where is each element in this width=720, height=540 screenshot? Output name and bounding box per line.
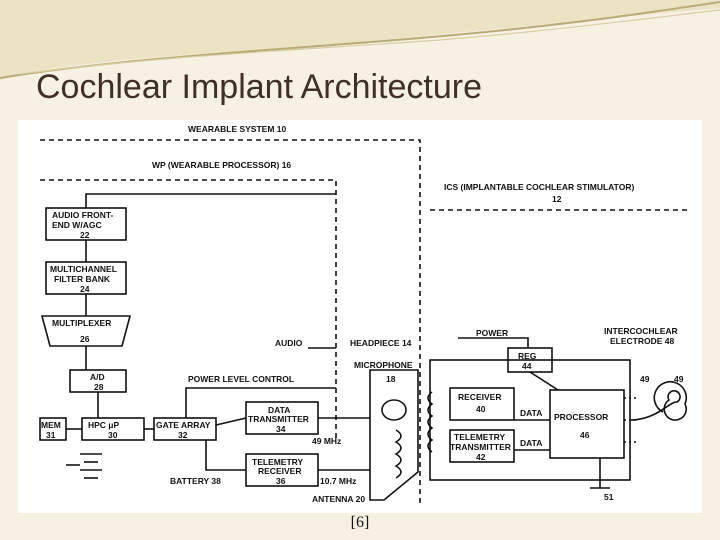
filter-bank-label-1: MULTICHANNEL — [50, 264, 117, 274]
link-gate-dtx — [215, 417, 247, 426]
processor-label: PROCESSOR — [554, 412, 608, 422]
ics-number: 12 — [552, 194, 562, 204]
link-audio-front-top — [85, 193, 336, 208]
freq-107-label: 10.7 MHz — [320, 476, 356, 486]
antenna-label: ANTENNA 20 — [312, 494, 365, 504]
ics-label: ICS (IMPLANTABLE COCHLEAR STIMULATOR) — [444, 182, 634, 192]
receiver-block — [449, 387, 515, 421]
processor-block — [549, 389, 625, 459]
ground-number: 51 — [604, 492, 614, 502]
hpc-number: 30 — [108, 430, 118, 440]
telemetry-receiver-number: 36 — [276, 476, 286, 486]
telemetry-receiver-label-2: RECEIVER — [258, 466, 301, 476]
reg-label: REG — [518, 351, 537, 361]
receiver-number: 40 — [476, 404, 486, 414]
battery-label: BATTERY 38 — [170, 476, 221, 486]
link-power-level — [185, 387, 336, 418]
slide-title: Cochlear Implant Architecture — [36, 68, 482, 106]
header-wave-fill — [0, 0, 720, 80]
audio-front-end-label-2: END W/AGC — [52, 220, 102, 230]
processor-number: 46 — [580, 430, 590, 440]
microphone-shape — [381, 399, 407, 421]
data-label-2: DATA — [520, 438, 542, 448]
reg-number: 44 — [522, 361, 532, 371]
power-level-label: POWER LEVEL CONTROL — [188, 374, 294, 384]
citation: [6] — [350, 514, 370, 531]
filter-bank-label-2: FILTER BANK — [54, 274, 111, 284]
microphone-number: 18 — [386, 374, 396, 384]
mem-label: MEM — [41, 420, 61, 430]
ics-coil — [427, 391, 434, 453]
mem-number: 31 — [46, 430, 56, 440]
data-label-1: DATA — [520, 408, 542, 418]
electrode-number-b: 49 — [674, 374, 684, 384]
data-transmitter-number: 34 — [276, 424, 286, 434]
ad-label: A/D — [90, 372, 105, 382]
receiver-label: RECEIVER — [458, 392, 501, 402]
wp-boundary — [40, 179, 337, 440]
telemetry-receiver-label-1: TELEMETRY — [252, 457, 303, 467]
telemetry-transmitter-block — [449, 429, 515, 463]
header-decoration — [0, 0, 720, 80]
electrode-label-2: ELECTRODE 48 — [610, 336, 675, 346]
freq-49-label: 49 MHz — [312, 436, 341, 446]
headpiece-housing — [369, 369, 419, 501]
link-reg-processor — [529, 371, 559, 391]
header-wave-line-2 — [19, 9, 720, 75]
wearable-boundary — [40, 139, 421, 505]
data-transmitter-label-2: TRANSMITTER — [248, 414, 309, 424]
wp-label: WP (WEARABLE PROCESSOR) 16 — [152, 160, 291, 170]
cochlea-spiral — [653, 380, 688, 421]
link-power-reg — [458, 337, 529, 348]
multiplexer-block — [40, 315, 132, 347]
headpiece-label: HEADPIECE 14 — [350, 338, 412, 348]
audio-front-end-number: 22 — [80, 230, 90, 240]
architecture-diagram: WEARABLE SYSTEM 10 WP (WEARABLE PROCESSO… — [18, 120, 702, 513]
gate-array-label: GATE ARRAY — [156, 420, 211, 430]
filter-bank-number: 24 — [80, 284, 90, 294]
link-gate-trx — [205, 440, 246, 471]
telemetry-transmitter-label-2: TRANSMITTER — [450, 442, 511, 452]
diagram-canvas: WEARABLE SYSTEM 10 WP (WEARABLE PROCESSO… — [39, 124, 688, 505]
hpc-label: HPC μP — [88, 420, 120, 430]
audio-front-end-label-1: AUDIO FRONT- — [52, 210, 114, 220]
ad-number: 28 — [94, 382, 104, 392]
headpiece-coil — [394, 429, 402, 479]
wearable-system-label: WEARABLE SYSTEM 10 — [188, 124, 287, 134]
telemetry-transmitter-number: 42 — [476, 452, 486, 462]
data-transmitter-label-1: DATA — [268, 405, 290, 415]
electrode-label-1: INTERCOCHLEAR — [604, 326, 678, 336]
multiplexer-number: 26 — [80, 334, 90, 344]
microphone-label: MICROPHONE — [354, 360, 413, 370]
power-label: POWER — [476, 328, 508, 338]
telemetry-transmitter-label-1: TELEMETRY — [454, 432, 505, 442]
gate-array-number: 32 — [178, 430, 188, 440]
electrode-number-a: 49 — [640, 374, 650, 384]
audio-label: AUDIO — [275, 338, 303, 348]
multiplexer-label: MULTIPLEXER — [52, 318, 111, 328]
electrode-lead — [629, 401, 679, 421]
